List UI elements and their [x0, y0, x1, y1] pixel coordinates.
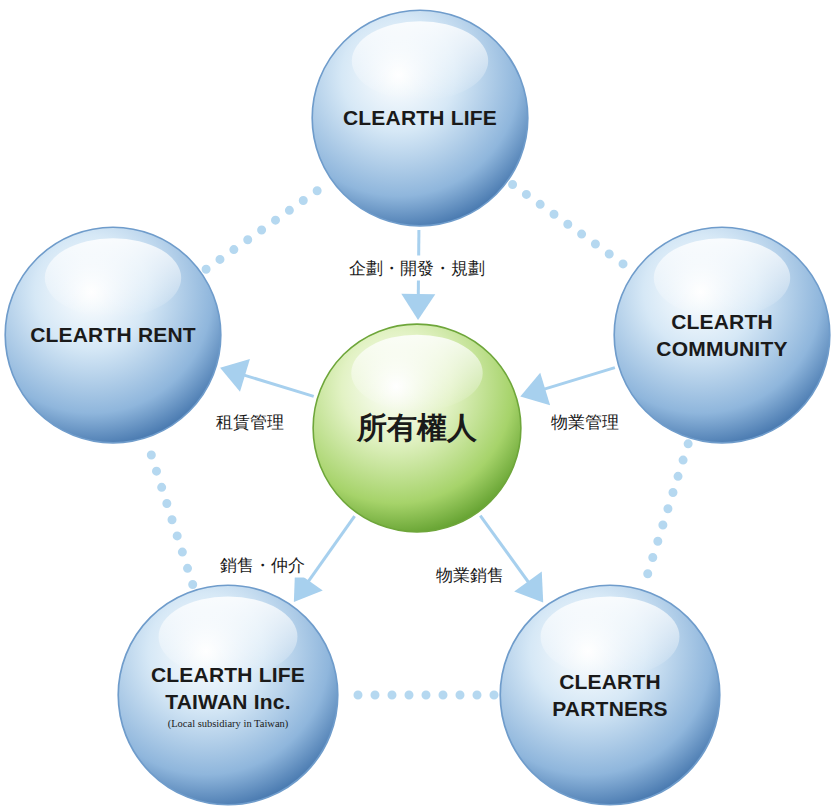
- connector-line: [540, 368, 615, 391]
- sphere-node: CLEARTH COMMUNITY: [612, 225, 832, 445]
- arrow-head: [220, 359, 250, 392]
- sphere-node: CLEARTH RENT: [3, 225, 223, 445]
- connector-line: [513, 185, 630, 269]
- dotted-ring-link: [513, 185, 630, 269]
- dotted-ring-link: [644, 444, 688, 584]
- sphere-node: 所有權人: [311, 322, 523, 534]
- dotted-ring-link: [206, 184, 327, 269]
- node-title: CLEARTH LIFE TAIWAN Inc.: [146, 661, 311, 716]
- sphere-node: CLEARTH LIFE TAIWAN Inc. (Local subsidiar…: [116, 583, 340, 807]
- node-title: CLEARTH LIFE: [343, 104, 497, 131]
- arrow-connector: [220, 359, 314, 396]
- edge-label: 企劃・開發・規劃: [346, 256, 488, 281]
- edge-label: 銷售・仲介: [217, 553, 308, 578]
- sphere-node: CLEARTH LIFE: [310, 8, 530, 228]
- edge-label: 物業銷售: [433, 563, 507, 588]
- node-title: 所有權人: [357, 408, 477, 449]
- edge-label: 租賃管理: [213, 410, 287, 435]
- node-title: CLEARTH PARTNERS: [530, 668, 690, 723]
- node-title: CLEARTH COMMUNITY: [642, 308, 802, 363]
- sphere-shape: [612, 225, 832, 445]
- connector-line: [240, 374, 314, 397]
- dotted-ring-link: [344, 695, 494, 696]
- arrow-head: [520, 373, 550, 406]
- node-title: CLEARTH RENT: [30, 321, 196, 348]
- sphere-shape: [498, 583, 722, 807]
- connector-line: [306, 516, 355, 585]
- arrow-head: [514, 572, 543, 603]
- connector-line: [148, 444, 193, 585]
- arrow-connector: [480, 516, 543, 603]
- connector-line: [644, 444, 688, 584]
- connector-line: [344, 691, 494, 700]
- dotted-ring-link: [148, 444, 193, 585]
- node-subtitle: (Local subsidiary in Taiwan): [168, 718, 289, 729]
- edge-label: 物業管理: [548, 410, 622, 435]
- sphere-node: CLEARTH PARTNERS: [498, 583, 722, 807]
- arrow-head: [401, 294, 435, 320]
- connector-line: [206, 184, 327, 269]
- arrow-connector: [520, 368, 615, 406]
